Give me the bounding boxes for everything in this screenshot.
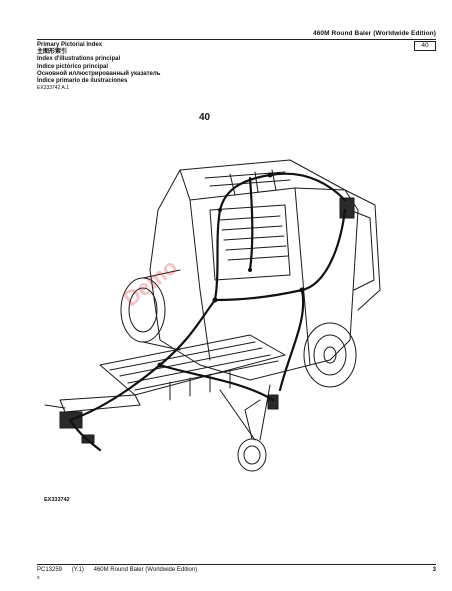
index-title-es: Indice pictórico principal [37,63,109,70]
index-title-zh: 主图形索引 [37,49,68,56]
section-number: 40 [199,112,211,123]
header-divider [37,39,436,40]
header-title: 460M Round Baler (Worldwide Edition) [312,30,436,37]
index-title-ru: Основной иллюстрированный указатель [37,70,161,77]
section-box: 40 [414,41,436,51]
footer-sub: 0 [37,575,40,580]
footer-title: 460M Round Baler (Worldwide Edition) [93,567,198,573]
index-title-en: Primary Pictorial Index [37,42,103,48]
footer-revision: (Y.1) [71,567,84,573]
footer-doc-code: PC13259 [37,567,63,573]
reference-code: EX333742 A.1 [37,85,69,91]
index-title-fr: Index d'illustrations principal [37,56,121,63]
page-number: 3 [432,567,436,573]
figure-reference: EX333742 [44,497,70,503]
footer: PC13259 (Y.1) 460M Round Baler (Worldwid… [37,567,205,573]
baler-illustration [44,159,381,472]
index-title-block: Primary Pictorial Index 主图形索引 Index d'il… [37,42,160,85]
index-title-es-alt: Índice primario de ilustraciones [37,78,128,85]
footer-divider [37,564,436,565]
